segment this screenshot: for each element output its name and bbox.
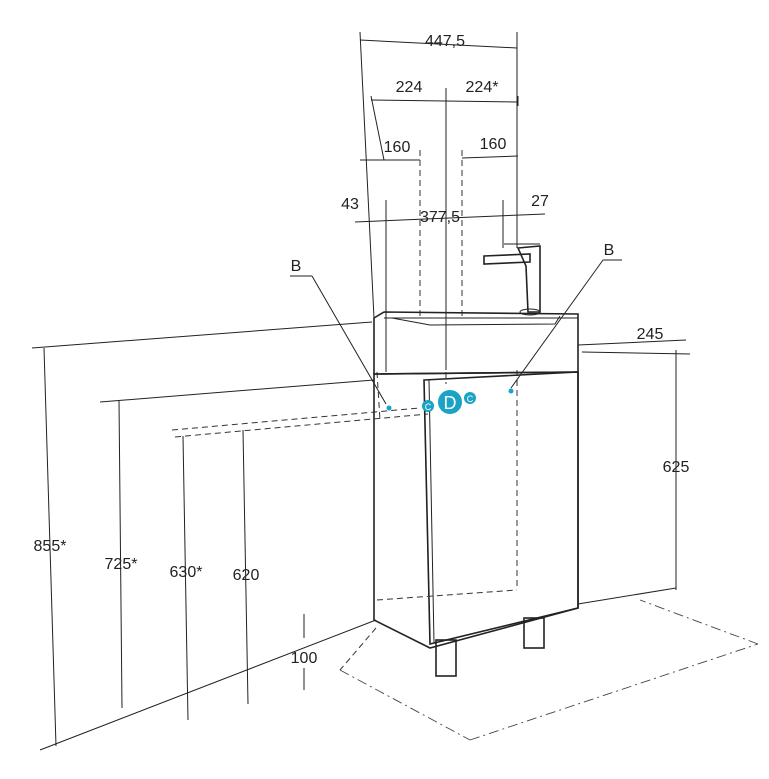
label-left-offset: 160 xyxy=(384,139,411,156)
label-b-left: B xyxy=(291,258,302,275)
marker-c-right-label: C xyxy=(467,394,474,404)
marker-d-label: D xyxy=(444,393,457,413)
b-leaders xyxy=(290,259,622,405)
label-leg-height: 100 xyxy=(291,650,318,667)
basin-body xyxy=(373,311,579,375)
label-height-630: 630* xyxy=(170,564,203,581)
faucet-icon xyxy=(483,243,541,316)
marker-c-right xyxy=(464,392,476,404)
rear-leg xyxy=(523,617,545,649)
vanity-cabinet xyxy=(373,311,579,677)
height-reference-lines xyxy=(31,321,429,751)
label-right-edge: 27 xyxy=(531,193,549,210)
markers: C D C xyxy=(386,388,514,414)
height-arrows xyxy=(43,347,677,747)
front-leg xyxy=(435,639,457,677)
vertical-extension-lines xyxy=(359,31,519,372)
cabinet-body xyxy=(373,371,579,649)
label-overall-width: 447,5 xyxy=(425,33,465,50)
label-total-height: 855* xyxy=(34,538,67,555)
top-dimension-lines xyxy=(354,39,546,223)
label-right-offset: 160 xyxy=(480,136,507,153)
label-height-620: 620 xyxy=(233,567,260,584)
label-left-half: 224 xyxy=(396,79,423,96)
label-right-half: 224* xyxy=(466,79,499,96)
dimension-labels: 447,5 224 224* 160 160 43 377,5 27 B B 2… xyxy=(34,33,690,667)
label-left-edge: 43 xyxy=(341,196,359,213)
label-basin-width: 377,5 xyxy=(420,209,460,226)
label-height-725: 725* xyxy=(105,556,138,573)
label-b-right: B xyxy=(604,242,615,259)
depth-dimension xyxy=(577,339,691,605)
marker-d-center xyxy=(438,390,462,414)
label-depth: 245 xyxy=(637,326,664,343)
marker-dot-right xyxy=(508,388,514,394)
marker-c-left xyxy=(422,400,434,412)
marker-c-left-label: C xyxy=(425,402,432,412)
floor-outline xyxy=(339,599,759,741)
marker-dot-left xyxy=(386,405,392,411)
label-cabinet-height: 625 xyxy=(663,459,690,476)
